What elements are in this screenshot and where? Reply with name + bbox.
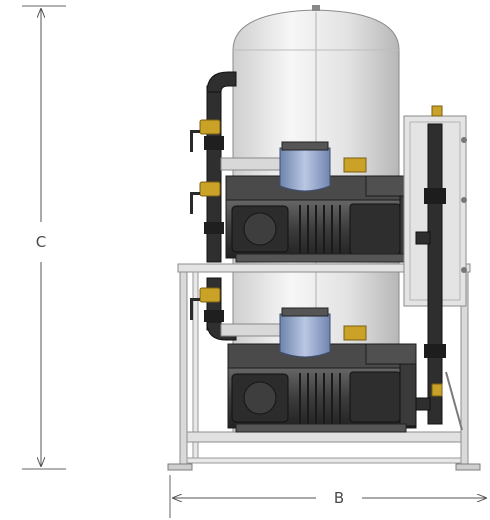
- frame-top-rail: [177, 263, 471, 273]
- lower-filter-canister: [279, 313, 331, 358]
- upper-inlet-pipe: [220, 157, 282, 171]
- lower-check-valve: [343, 325, 367, 341]
- dim-b-label: B: [334, 489, 344, 507]
- lower-inlet-pipe: [220, 323, 282, 337]
- upper-pump: [220, 141, 417, 263]
- drain-valve: [431, 383, 443, 397]
- valve-lower: [190, 287, 221, 320]
- dimension-b: B: [169, 475, 486, 518]
- ball-valves: [190, 119, 221, 320]
- lower-pump: [220, 307, 417, 433]
- upper-filter-canister: [279, 147, 331, 192]
- support-frame: [167, 263, 481, 471]
- right-piping: [415, 123, 463, 431]
- frame-bottom-rail: [186, 431, 462, 443]
- panel-gauge-fitting: [431, 105, 443, 117]
- foot-right: [455, 463, 481, 471]
- upper-check-valve: [343, 157, 367, 173]
- dimension-c: C: [22, 5, 66, 470]
- foot-left: [167, 463, 193, 471]
- frame-leg-left: [179, 271, 188, 465]
- valve-upper: [190, 119, 221, 152]
- dim-c-label: C: [36, 233, 46, 251]
- valve-middle: [190, 181, 221, 214]
